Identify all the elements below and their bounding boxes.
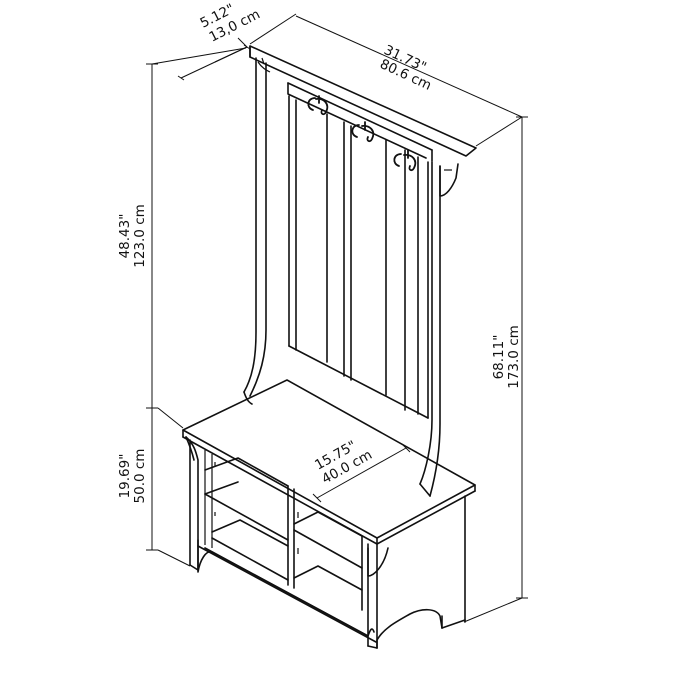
total-height-imperial-label: 68.11"	[491, 335, 507, 380]
hook-rail	[287, 82, 433, 162]
hall-tree-drawing	[182, 45, 477, 649]
seat-height-metric-label: 50.0 cm	[132, 449, 148, 504]
back-panel	[288, 95, 429, 419]
seat-depth-dimension	[312, 443, 411, 503]
width-dimension	[249, 13, 523, 147]
top-shelf	[249, 45, 477, 157]
upper-height-metric-label: 123.0 cm	[132, 204, 148, 268]
seat-height-imperial-label: 19.69"	[117, 454, 133, 499]
right-bracket	[439, 163, 459, 197]
seat-height-dimension	[146, 408, 191, 567]
bench-cabinet	[185, 436, 466, 649]
upper-height-dimension	[146, 47, 247, 429]
coat-hook-left	[307, 95, 329, 116]
total-height-dimension	[463, 116, 528, 623]
depth-dimension	[177, 37, 251, 81]
upper-height-imperial-label: 48.43"	[117, 214, 133, 259]
right-back-post	[419, 161, 441, 497]
coat-hooks	[307, 95, 417, 172]
coat-hook-right	[393, 149, 417, 172]
left-back-post	[243, 57, 271, 405]
coat-hook-middle	[351, 121, 375, 143]
dimension-lines	[146, 13, 528, 623]
dimension-labels: 5.12" 13,0 cm 31.73" 80.6 cm 48.43" 123.…	[117, 1, 522, 504]
total-height-metric-label: 173.0 cm	[506, 325, 522, 389]
